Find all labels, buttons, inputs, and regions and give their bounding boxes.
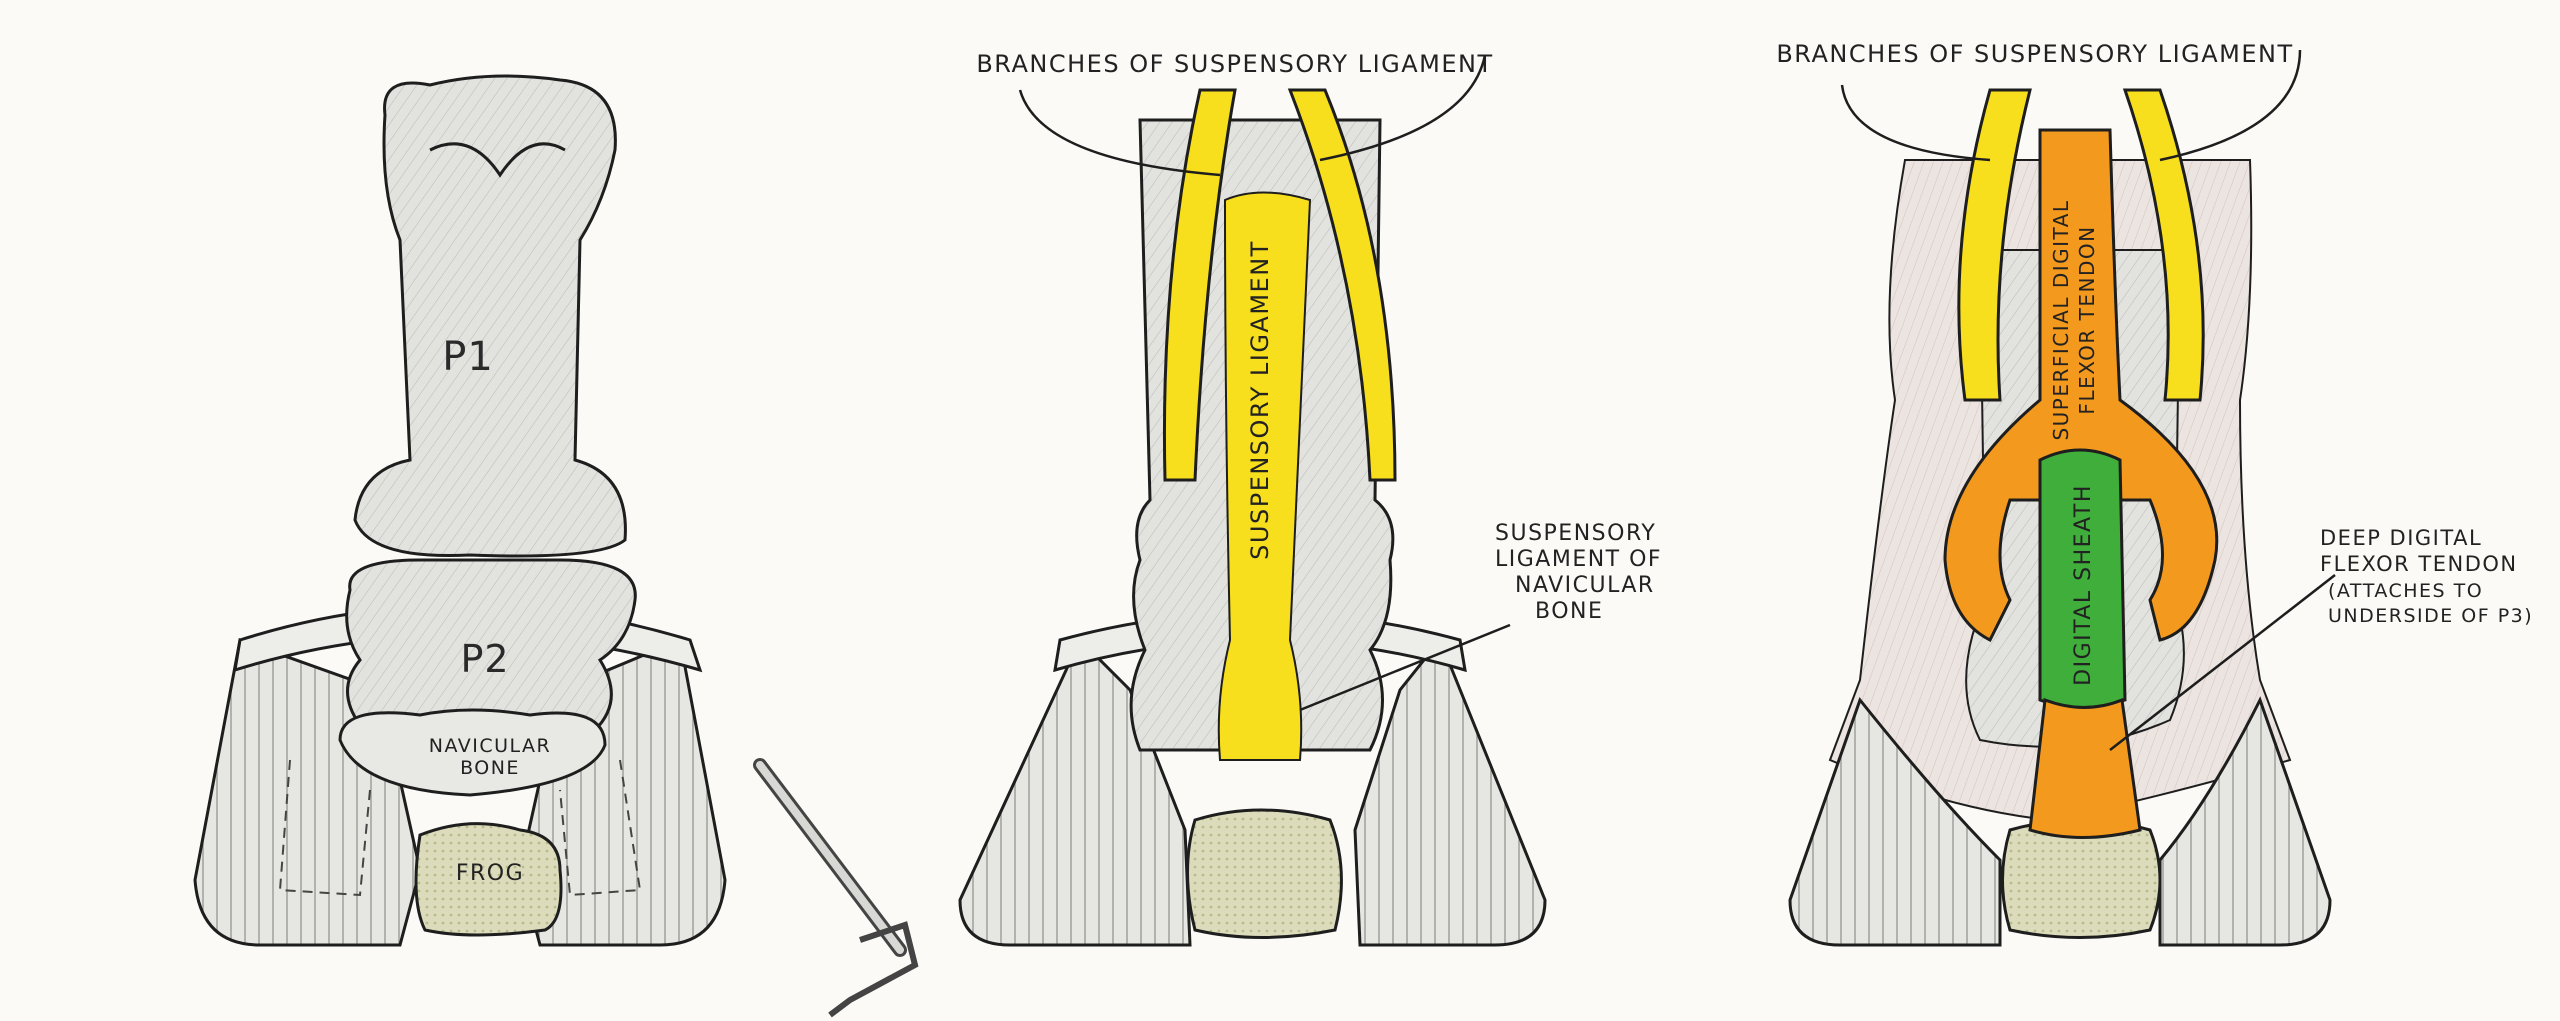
- suspensory-branch-left: [1162, 88, 1237, 482]
- suspensory-branch-right: [1287, 88, 1397, 482]
- navicular-lig-label-line3: NAVICULAR: [1515, 573, 1655, 598]
- hoof-wall-right: [2158, 696, 2332, 947]
- sdft-label-line1: SUPERFICIAL DIGITAL: [2049, 199, 2073, 440]
- deep-digital-flexor-tendon: [2028, 697, 2142, 839]
- dashed-outline-left: [278, 759, 371, 897]
- ddft-callout-line: [2109, 574, 2336, 751]
- p2-label: P2: [460, 637, 509, 681]
- suspensory-branch-right: [2122, 88, 2205, 402]
- suspensory-ligament-label: SUSPENSORY LIGAMENT: [1246, 240, 1274, 560]
- hoof-wall-right: [1353, 637, 1547, 947]
- navicular-lig-label-line2: LIGAMENT OF: [1495, 547, 1662, 572]
- p2-bone: [345, 558, 637, 738]
- p1-label: P1: [442, 334, 494, 380]
- navicular-bone: [338, 708, 607, 797]
- hoof-tester-tool: [753, 758, 919, 1018]
- p1-bone: [353, 74, 627, 558]
- navicular-lig-callout-line: [1299, 623, 1511, 712]
- navicular-label-line1: NAVICULAR: [429, 735, 552, 757]
- superficial-digital-flexor-tendon: [1943, 128, 2219, 643]
- suspensory-ligament-central: [1217, 191, 1312, 761]
- frog-shape: [414, 822, 563, 937]
- panel-3-tendons: [1788, 88, 2332, 947]
- panel-2-ligaments: [958, 88, 1547, 947]
- panel-1-bones: [193, 74, 919, 1018]
- navicular-lig-label-line1: SUSPENSORY: [1495, 521, 1656, 546]
- branches-label: BRANCHES OF SUSPENSORY LIGAMENT: [976, 50, 1493, 78]
- suspensory-branch-left: [1957, 88, 2032, 402]
- hoof-wall-left: [1788, 696, 2002, 947]
- branches-callout-line: [1840, 49, 2302, 162]
- branches-label: BRANCHES OF SUSPENSORY LIGAMENT: [1776, 40, 2293, 68]
- navicular-lig-label-line4: BONE: [1535, 599, 1603, 624]
- ddft-label-line3: (ATTACHES TO: [2328, 580, 2483, 602]
- ddft-label-line4: UNDERSIDE OF P3): [2328, 605, 2533, 627]
- navicular-label-line2: BONE: [460, 757, 520, 779]
- ddft-label-line1: DEEP DIGITAL: [2320, 526, 2482, 550]
- sdft-label-line2: FLEXOR TENDON: [2075, 225, 2099, 414]
- ddft-label-line2: FLEXOR TENDON: [2320, 552, 2518, 576]
- branches-callout-line: [1018, 54, 1487, 177]
- frog-label: FROG: [456, 861, 524, 886]
- frog-shape: [1186, 808, 1343, 939]
- digital-sheath-label: DIGITAL SHEATH: [2071, 484, 2096, 686]
